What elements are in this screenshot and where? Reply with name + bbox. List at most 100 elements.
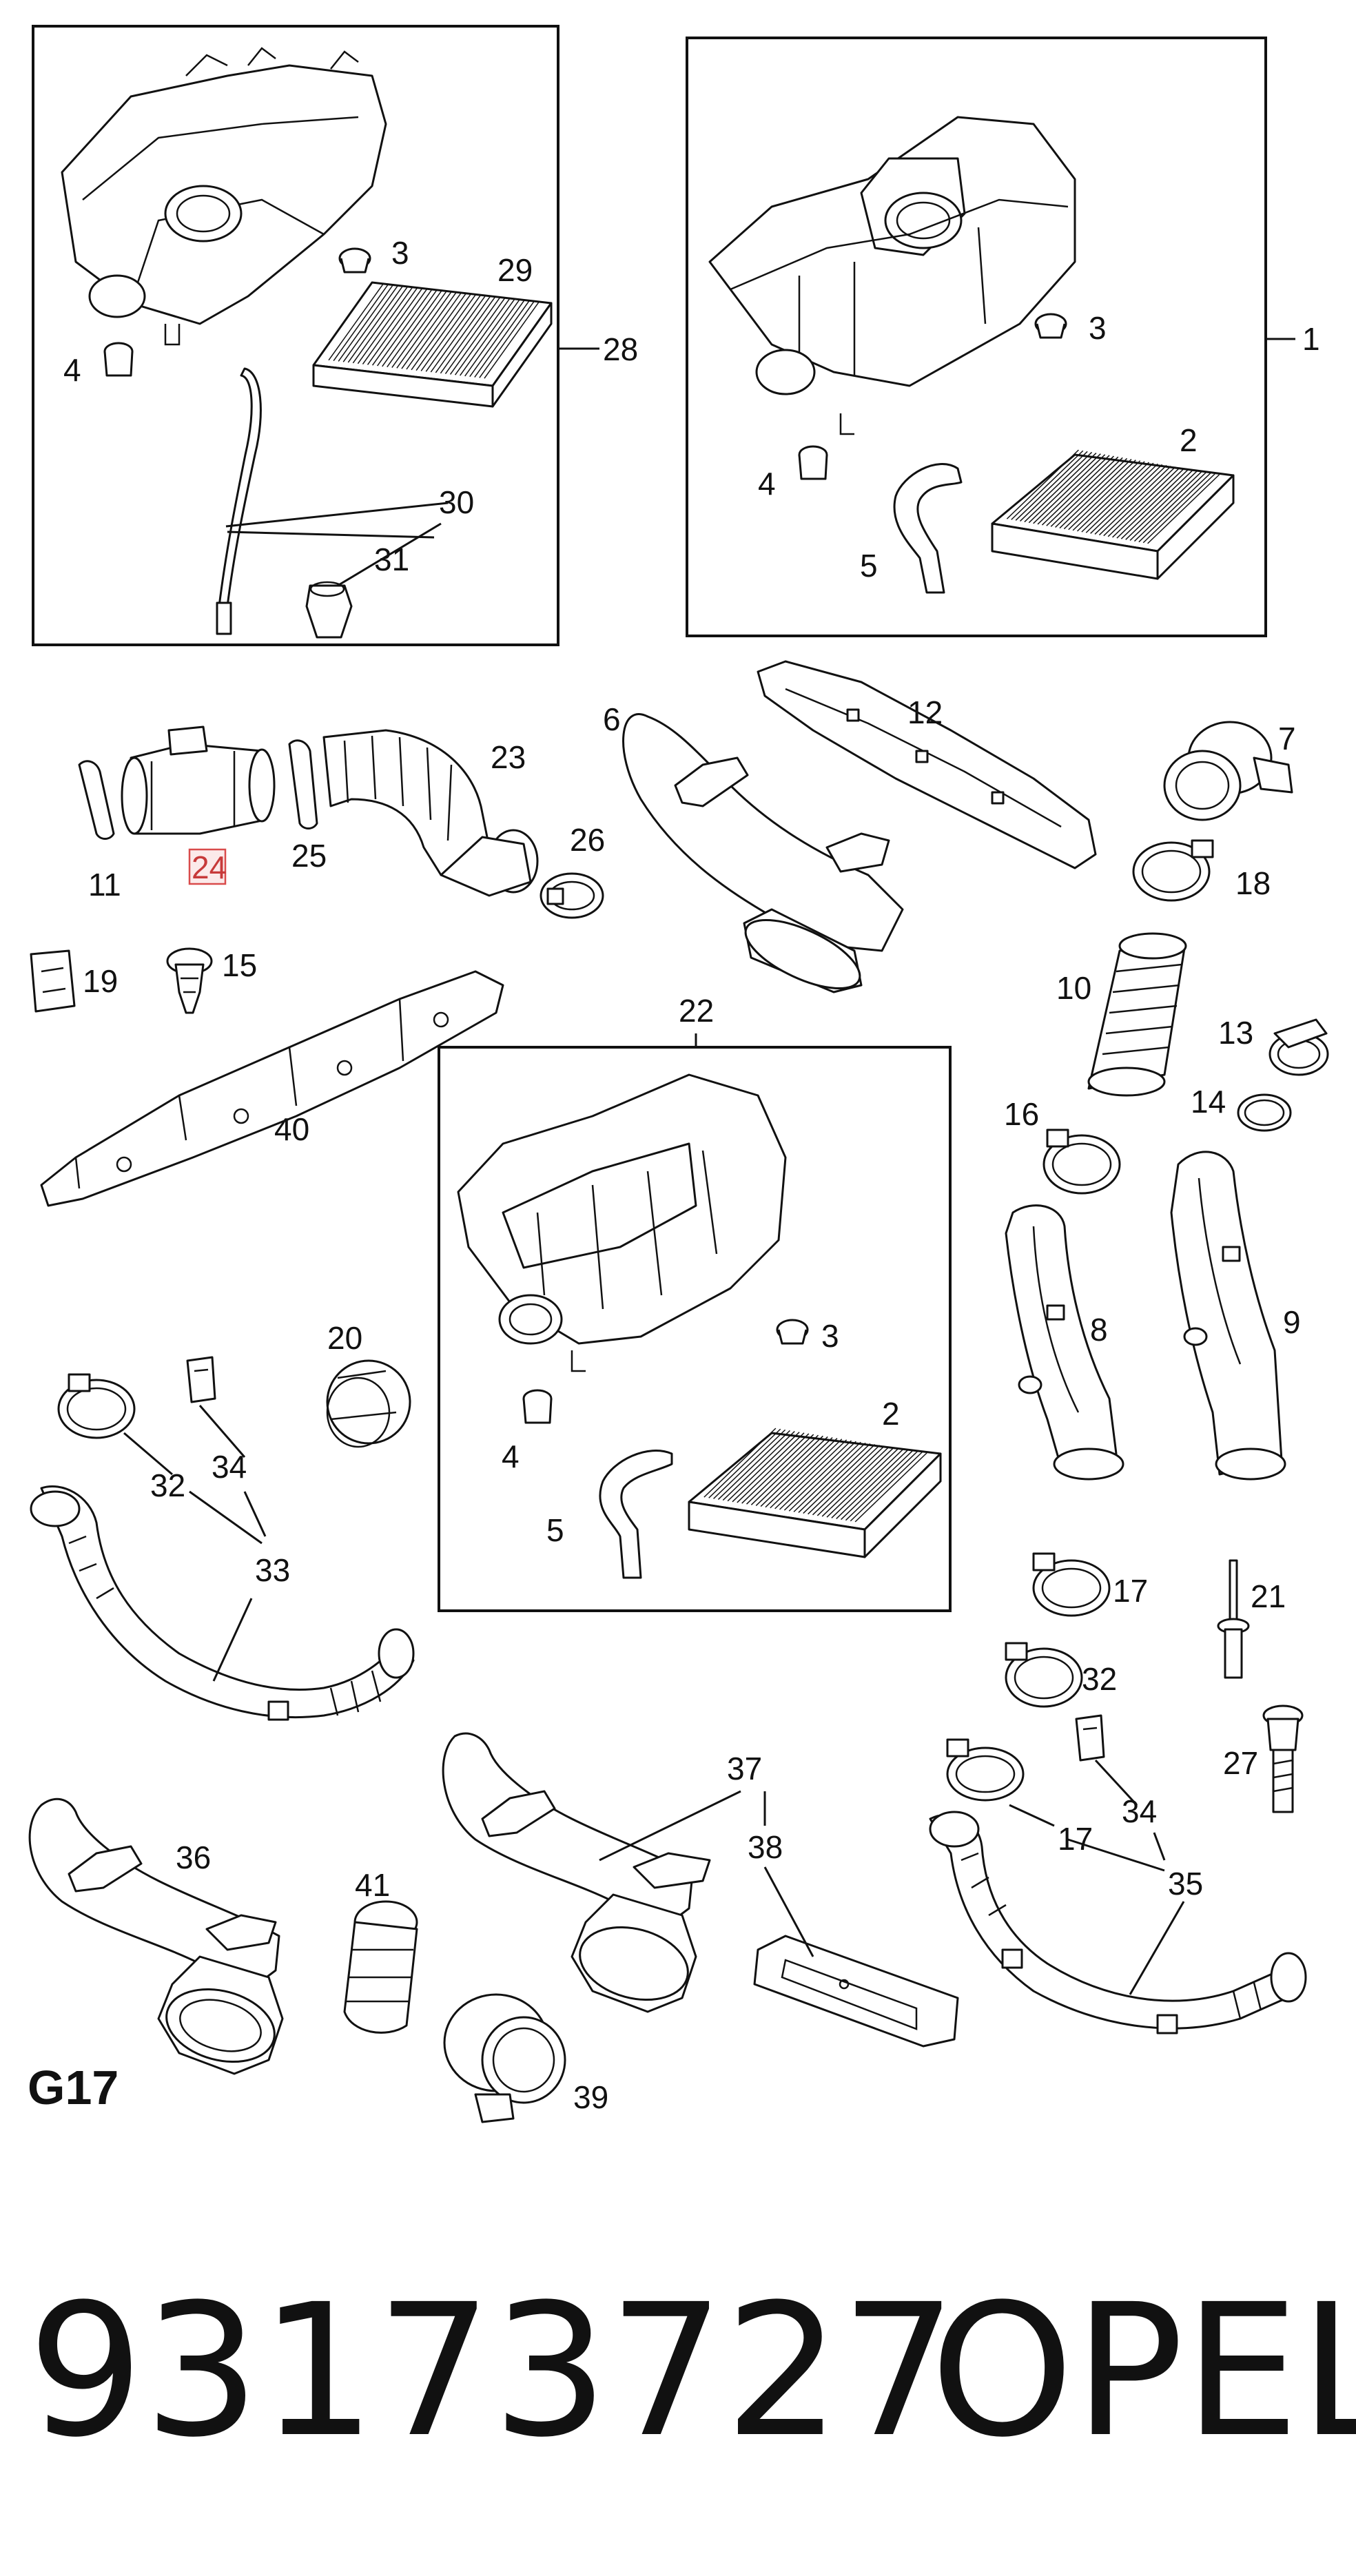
grommet-4-tr [798,445,828,480]
bellows-10 [1087,932,1187,1097]
seal-38 [753,1935,959,2048]
air-mass-sensor-39 [443,1993,566,2123]
callout-9: 9 [1283,1304,1301,1340]
air-cleaner-housing-28 [61,47,387,346]
charge-pipe-35 [929,1811,1307,2034]
callout-10: 10 [1056,970,1091,1006]
callout-18: 18 [1235,865,1271,901]
grommet-4-tl [103,342,134,377]
o-ring-14 [1237,1093,1292,1132]
clamp-11 [78,760,115,840]
filter-pleats-2-tr [1006,449,1220,544]
air-mass-sensor-24 [121,725,276,835]
rivet-21 [1217,1559,1250,1679]
group-frame-top-left [32,25,559,646]
callout-26: 26 [570,822,605,858]
charge-pipe-8 [1005,1204,1124,1481]
charge-pipe-33 [30,1485,415,1721]
callout-6: 6 [603,701,621,737]
callout-8: 8 [1090,1312,1108,1348]
seal-13 [1268,1018,1329,1076]
group-frame-top-right [686,37,1267,637]
grommet-4-mid [522,1389,553,1424]
clamp-17-lower [946,1738,1025,1802]
air-duct-37 [442,1732,711,2013]
callout-20: 20 [327,1320,362,1356]
callout-21: 21 [1251,1578,1286,1614]
air-duct-36 [28,1797,284,2075]
callout-17-lower: 17 [1058,1821,1093,1857]
callout-19: 19 [83,963,118,999]
callout-38: 38 [748,1829,783,1865]
bolt-27 [1262,1704,1304,1813]
clamp-17-upper [1032,1552,1111,1617]
callout-32-left: 32 [150,1467,185,1503]
callout-4-mid: 4 [502,1439,520,1474]
grommet-3-mid [776,1319,809,1345]
brand-name: OPEL [930,2265,1356,2477]
air-cleaner-assembly-1 [708,116,1076,435]
callout-27: 27 [1223,1745,1258,1781]
clamp-18 [1132,839,1214,902]
callout-34-left: 34 [212,1449,247,1485]
callout-16: 16 [1004,1096,1039,1132]
callout-5-mid: 5 [546,1512,564,1548]
callout-35: 35 [1168,1866,1203,1902]
callout-25: 25 [291,838,327,874]
callout-40: 40 [274,1111,309,1147]
callout-39: 39 [573,2079,608,2115]
callout-2-tr: 2 [1180,422,1198,458]
clip-19 [30,949,76,1013]
callout-33: 33 [255,1552,290,1588]
charge-pipe-9 [1170,1151,1286,1481]
drain-hose-30 [216,367,262,635]
air-mass-sensor-7 [1163,721,1293,821]
clamp-32-left [57,1373,136,1439]
cowl-duct-12 [757,660,1097,869]
hose-5-tr [893,463,963,594]
callout-41: 41 [355,1867,390,1903]
callout-13: 13 [1218,1015,1253,1051]
air-duct-6 [622,713,904,993]
filter-element-2-tr [991,449,1235,580]
callout-28: 28 [603,331,638,367]
filter-pleats-29 [328,282,540,379]
group-frame-middle [438,1046,952,1612]
seal-41 [343,1900,418,2034]
callout-34-right: 34 [1122,1793,1157,1829]
clip-34-right [1075,1714,1105,1762]
callout-11: 11 [88,867,121,903]
callout-3-tr: 3 [1089,310,1107,346]
intake-elbow-23 [322,729,539,897]
callout-12: 12 [907,694,943,730]
highlight-box-24 [188,848,227,885]
air-cleaner-assembly-22 [457,1073,787,1372]
callout-1: 1 [1302,321,1320,357]
clamp-25 [288,739,318,830]
callout-14: 14 [1191,1084,1226,1120]
callout-17-upper: 17 [1113,1573,1148,1609]
valve-31 [305,581,353,639]
leader-lines [123,338,1295,1995]
callout-3-tl: 3 [391,235,409,271]
callout-36: 36 [176,1840,211,1875]
callout-24: 24 [192,849,227,885]
clip-34-left [186,1356,216,1403]
grommet-3-tl [338,247,371,274]
callout-2-mid: 2 [882,1396,900,1432]
callout-22: 22 [679,993,714,1029]
clamp-16 [1042,1129,1121,1195]
seal-20 [326,1359,411,1448]
sheet-code: G17 [28,2061,119,2114]
callout-15: 15 [222,947,257,983]
callout-4-tl: 4 [63,352,81,388]
callout-31: 31 [374,542,409,577]
callout-30: 30 [439,484,474,520]
filter-pleats-2-mid [703,1428,927,1523]
callout-23: 23 [491,739,526,775]
hose-5-mid [599,1450,673,1579]
filter-element-2-mid [688,1428,942,1558]
callout-32-right: 32 [1082,1661,1117,1697]
callout-4-tr: 4 [758,466,776,502]
